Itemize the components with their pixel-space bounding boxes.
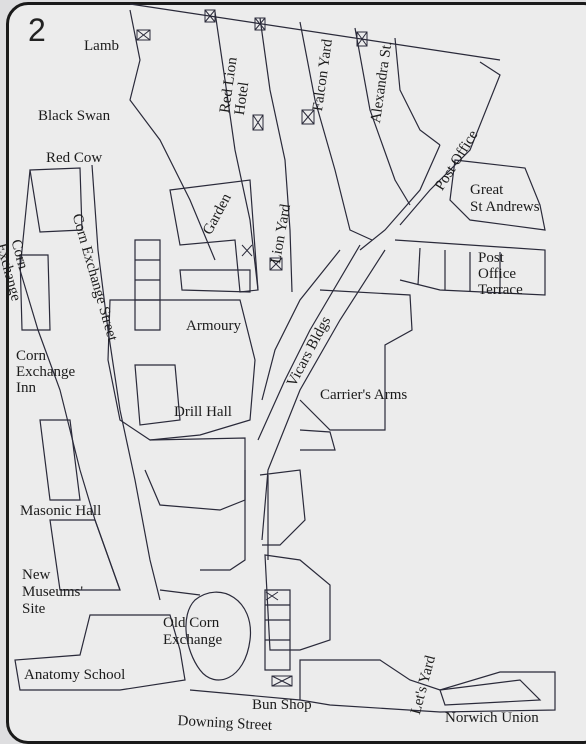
road-north-4 xyxy=(299,21,373,241)
top-street-edge xyxy=(129,3,501,61)
label-lamb: Lamb xyxy=(84,38,119,54)
label-carriers-arms: Carrier's Arms xyxy=(320,387,408,403)
south-road-west xyxy=(200,470,246,571)
post-office-street-north xyxy=(399,61,501,226)
label-corn-exchange-inn: Corn Exchange Inn xyxy=(16,348,76,396)
road-north-5 xyxy=(354,27,411,206)
label-anatomy-school: Anatomy School xyxy=(24,667,126,683)
road-north-3 xyxy=(259,17,293,293)
corn-exchange-block xyxy=(19,254,51,331)
road-north-2 xyxy=(214,11,259,291)
road-north-6 xyxy=(394,37,441,146)
carriers-arms-block xyxy=(299,289,413,431)
label-bun-shop: Bun Shop xyxy=(252,697,312,713)
map-number: 2 xyxy=(28,12,46,48)
post-office-street-south xyxy=(359,144,441,251)
drill-hall-block xyxy=(134,364,181,426)
downing-block-a xyxy=(264,554,331,651)
road-north-1 xyxy=(129,9,216,261)
label-red-cow: Red Cow xyxy=(46,150,103,166)
label-drill-hall: Drill Hall xyxy=(174,404,232,420)
label-black-swan: Black Swan xyxy=(38,108,111,124)
west-block-b xyxy=(39,419,81,501)
anatomy-school-block xyxy=(14,614,186,691)
armoury-block xyxy=(107,299,256,441)
label-armoury: Armoury xyxy=(186,318,241,334)
great-st-andrews-block xyxy=(449,159,546,231)
west-block-c xyxy=(49,519,121,591)
label-great-st-andrews: Great St Andrews xyxy=(470,182,540,215)
label-post-office-terrace: Post Office Terrace xyxy=(478,250,523,298)
vicars-bldgs-east xyxy=(261,249,386,541)
pub-markers xyxy=(136,9,368,687)
label-masonic-hall: Masonic Hall xyxy=(20,503,102,519)
downing-street-edge xyxy=(189,689,301,701)
label-norwich-union: Norwich Union xyxy=(445,710,539,726)
map-frame xyxy=(6,2,586,744)
downing-block-b xyxy=(299,659,556,713)
label-new-museums-site: New Museums' Site xyxy=(22,567,84,617)
west-block-a xyxy=(29,167,83,233)
post-office-terrace-row xyxy=(394,239,546,296)
vicars-bldgs-west xyxy=(257,244,361,441)
old-corn-exchange-oval xyxy=(185,591,252,681)
label-old-corn-exchange: Old Corn Exchange xyxy=(163,615,223,648)
norwich-union-block xyxy=(439,679,542,706)
corn-exchange-street-east xyxy=(91,164,161,601)
